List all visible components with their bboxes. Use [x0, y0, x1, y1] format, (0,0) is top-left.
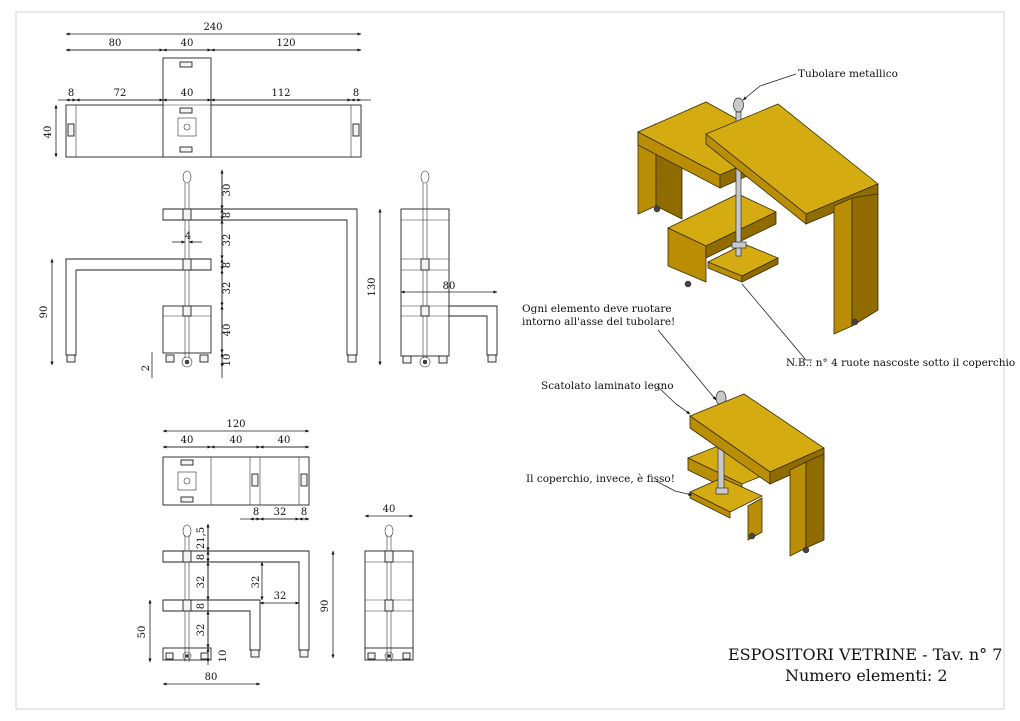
dim-a-h30: 30	[222, 184, 233, 197]
dim-b-h21: 21,5	[196, 527, 207, 549]
dim-a-8-right: 8	[353, 88, 359, 99]
label-coperchio-fisso: Il coperchio, invece, è fisso!	[526, 473, 675, 485]
dim-a-h40: 40	[222, 324, 233, 337]
label-ruotare-line2: intorno all'asse del tubolare!	[522, 316, 675, 328]
dim-b-h32-b: 32	[251, 576, 262, 589]
dim-b-h50: 50	[137, 626, 148, 639]
dim-a-h90: 90	[39, 306, 50, 319]
drawing-title: ESPOSITORI VETRINE - Tav. n° 7	[728, 645, 1002, 664]
dim-a-tube-4: 4	[185, 231, 191, 242]
element-b-front-dimensions: 21,5 8 32 8 32 10 32 32 50 90 80	[137, 523, 335, 686]
element-b-side-view: 40	[364, 504, 414, 662]
element-b-isometric	[687, 390, 825, 557]
dim-a-40-mid: 40	[181, 88, 194, 99]
dim-b-h10: 10	[218, 650, 229, 663]
element-a-side-view: 80	[400, 170, 498, 368]
element-a-front-dimensions: 30 8 32 8 32 40 10 4 90 2 130	[39, 169, 382, 378]
dim-a-h8-top: 8	[222, 212, 233, 218]
dim-b-40-b: 40	[230, 435, 243, 446]
dim-a-120: 120	[276, 38, 295, 49]
dim-a-side-80: 80	[443, 281, 456, 292]
dim-b-w80: 80	[205, 672, 218, 683]
dim-b-side-40: 40	[383, 504, 396, 515]
dim-b-w32: 32	[274, 591, 287, 602]
dim-a-h10: 10	[222, 354, 233, 367]
dim-b-32: 32	[274, 507, 287, 518]
title-block: ESPOSITORI VETRINE - Tav. n° 7 Numero el…	[728, 645, 1002, 685]
element-b-plan-dimensions: 120 40 40 40 8 32 8	[162, 419, 310, 521]
element-a-plan-dimensions: 240 80 40 120 8 72 40 112 8 40	[43, 22, 371, 158]
dim-a-depth-40: 40	[43, 126, 54, 139]
element-a-plan-view	[65, 57, 362, 158]
dim-b-h90: 90	[320, 600, 331, 613]
dim-b-40-a: 40	[181, 435, 194, 446]
dim-b-8-right: 8	[301, 507, 307, 518]
dim-b-h8: 8	[196, 554, 207, 560]
dim-a-80: 80	[109, 38, 122, 49]
label-tubolare-metallico: Tubolare metallico	[798, 68, 898, 80]
dim-a-72: 72	[114, 88, 127, 99]
element-a-isometric	[637, 97, 879, 335]
dim-b-h32-c: 32	[196, 624, 207, 637]
dim-a-total: 240	[203, 22, 222, 33]
dim-a-h2: 2	[141, 365, 152, 371]
element-b-plan-view	[162, 456, 310, 506]
annotations: Tubolare metallico Ogni elemento deve ru…	[522, 68, 1015, 496]
label-ruotare-line1: Ogni elemento deve ruotare	[522, 303, 672, 315]
dim-a-h130: 130	[367, 277, 378, 296]
element-b-front-view	[162, 524, 310, 662]
dim-a-h8-mid: 8	[222, 262, 233, 268]
dim-b-total: 120	[226, 419, 245, 430]
dim-a-h32-top: 32	[222, 234, 233, 247]
dim-a-40: 40	[181, 38, 194, 49]
label-scatolato-legno: Scatolato laminato legno	[541, 380, 674, 392]
dim-b-h32-a: 32	[196, 576, 207, 589]
dim-a-112: 112	[271, 88, 290, 99]
drawing-subtitle: Numero elementi: 2	[785, 666, 948, 685]
element-a-front-view	[65, 170, 358, 368]
dim-a-h32-mid: 32	[222, 282, 233, 295]
label-ruote-nascoste: N.B.: n° 4 ruote nascoste sotto il coper…	[786, 357, 1015, 369]
dim-b-8-left: 8	[253, 507, 259, 518]
dim-b-h8-low: 8	[196, 603, 207, 609]
sheet-border	[15, 11, 1005, 710]
dim-b-40-c: 40	[278, 435, 291, 446]
dim-a-8-left: 8	[68, 88, 74, 99]
